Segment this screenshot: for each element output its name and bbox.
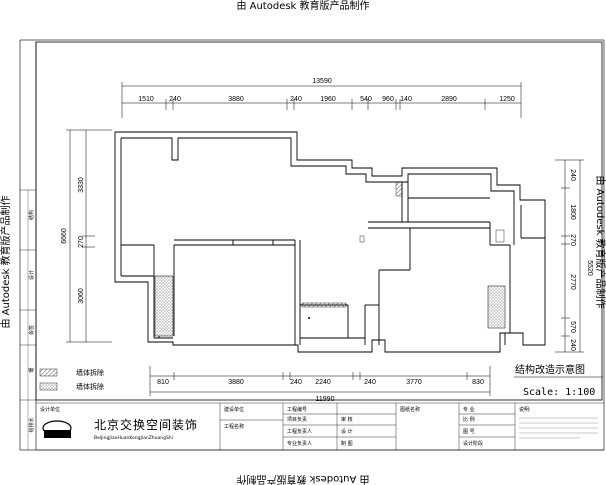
dim-right-seg-4: 2770	[569, 274, 576, 290]
tb-design: 设 计	[341, 428, 353, 435]
bottom-dimensions	[149, 366, 491, 396]
dim-top-seg-7: 960	[382, 96, 394, 103]
fixture-small-1	[359, 235, 365, 243]
legend-label-2: 墙体拆除	[76, 382, 104, 391]
tb-notes-title: 说明:	[519, 406, 531, 413]
watermark-left: 由 Autodesk 教育版产品制作	[0, 195, 12, 328]
dim-top-total: 13590	[312, 78, 332, 85]
dim-left-seg-1: 3330	[78, 177, 85, 193]
dim-right-seg-5: 570	[569, 321, 576, 333]
new-wall-dots-2	[487, 285, 506, 329]
tb-major: 专 业	[463, 406, 475, 413]
dim-right-seg-2: 1800	[569, 204, 576, 220]
tb-design-leader: 工程负责人	[287, 428, 312, 435]
tb-project-name: 工程名称	[224, 423, 244, 430]
dim-left-seg-2: 270	[78, 236, 85, 248]
dim-bottom-seg-6: 3770	[406, 379, 422, 386]
dim-bottom-seg-1: 810	[157, 379, 169, 386]
dim-top-seg-8: 140	[400, 96, 412, 103]
tb-company-pinyin: BeiJingJiaoHuanKongJianZhuangShi	[94, 435, 173, 441]
side-label-hvac: 暖	[28, 367, 35, 372]
dim-right-seg-1: 240	[569, 169, 576, 181]
tb-drawing-no: 图 号	[463, 429, 475, 435]
dim-bottom-seg-3: 240	[290, 379, 302, 386]
top-dimensions	[121, 82, 522, 118]
dim-left-total: 6660	[61, 228, 68, 244]
watermark-right: 由 Autodesk 教育版产品制作	[594, 175, 606, 308]
dim-bottom-segments: 810 3880 240 2240 240 3770 830	[157, 379, 484, 386]
dim-left-seg-3: 3060	[78, 288, 85, 304]
tb-stage: 设计阶段	[463, 440, 483, 447]
drawing-title: 结构改造示意图	[515, 363, 585, 376]
legend-swatch-dots	[39, 382, 58, 391]
dim-right-seg-6: 240	[569, 339, 576, 351]
dim-bottom-seg-5: 240	[364, 379, 376, 386]
dim-bottom-seg-7: 830	[472, 379, 484, 386]
dim-top-seg-5: 1960	[320, 96, 336, 103]
dim-right-total: 5520	[586, 260, 593, 276]
dim-top-seg-3: 3880	[228, 96, 244, 103]
tb-review: 审 核	[341, 416, 353, 423]
demolish-wall-hatch-1	[395, 181, 403, 197]
drawing-scale: Scale: 1:100	[523, 387, 595, 398]
company-logo	[42, 420, 72, 438]
new-wall-dots-1	[154, 275, 174, 337]
side-strip: 结构 设计 会签 暖 给排水	[20, 189, 36, 450]
dim-top-seg-6: 540	[360, 96, 372, 103]
legend: 墙体拆除 墙体拆除	[39, 368, 104, 391]
tb-construction-unit: 建设单位	[224, 406, 244, 413]
dim-top-seg-9: 2890	[441, 96, 457, 103]
dim-top-seg-4: 240	[290, 96, 302, 103]
tb-discipline-leader: 专业负责人	[287, 440, 312, 447]
dim-bottom-seg-4: 2240	[315, 379, 331, 386]
side-label-design: 设计	[28, 270, 35, 280]
dim-top-seg-10: 1250	[499, 96, 515, 103]
tb-company-name: 北京交换空间装饰	[94, 417, 198, 432]
side-label-plumbing: 给排水	[28, 417, 35, 432]
side-label-sign: 会签	[28, 325, 35, 335]
legend-label-1: 墙体拆除	[76, 368, 104, 377]
outer-border	[19, 39, 605, 451]
fixture-small-2	[495, 229, 505, 243]
demolish-wall-hatch-2	[301, 302, 347, 308]
side-label-structure: 结构	[28, 210, 35, 220]
fixture-mark	[308, 317, 310, 319]
tb-scale-label: 比 例	[463, 416, 475, 423]
legend-swatch-hatch	[39, 368, 58, 377]
dim-top-segments: 1510 240 3880 240 1960 540 960 140 2890 …	[138, 96, 515, 103]
tb-project-leader: 项目负责	[287, 416, 307, 423]
floor-plan-walls	[114, 131, 546, 353]
left-dimensions	[66, 129, 112, 343]
dim-top-seg-2: 240	[169, 96, 181, 103]
dim-bottom-seg-2: 3880	[228, 379, 244, 386]
dim-right-seg-3: 270	[569, 234, 576, 246]
watermark-bottom: 由 Autodesk 教育版产品制作	[236, 473, 369, 485]
dim-bottom-total: 11990	[316, 396, 335, 403]
right-dimensions	[555, 159, 584, 353]
tb-project-no: 工程编号	[287, 406, 307, 413]
tb-design-unit: 设计单位	[40, 406, 60, 413]
title-block	[36, 402, 604, 451]
tb-draw: 制 图	[341, 440, 353, 447]
dim-top-seg-1: 1510	[138, 96, 154, 103]
watermark-top: 由 Autodesk 教育版产品制作	[236, 0, 369, 12]
tb-notes-lines	[519, 417, 598, 439]
tb-drawing-name: 图纸名称	[400, 406, 420, 413]
